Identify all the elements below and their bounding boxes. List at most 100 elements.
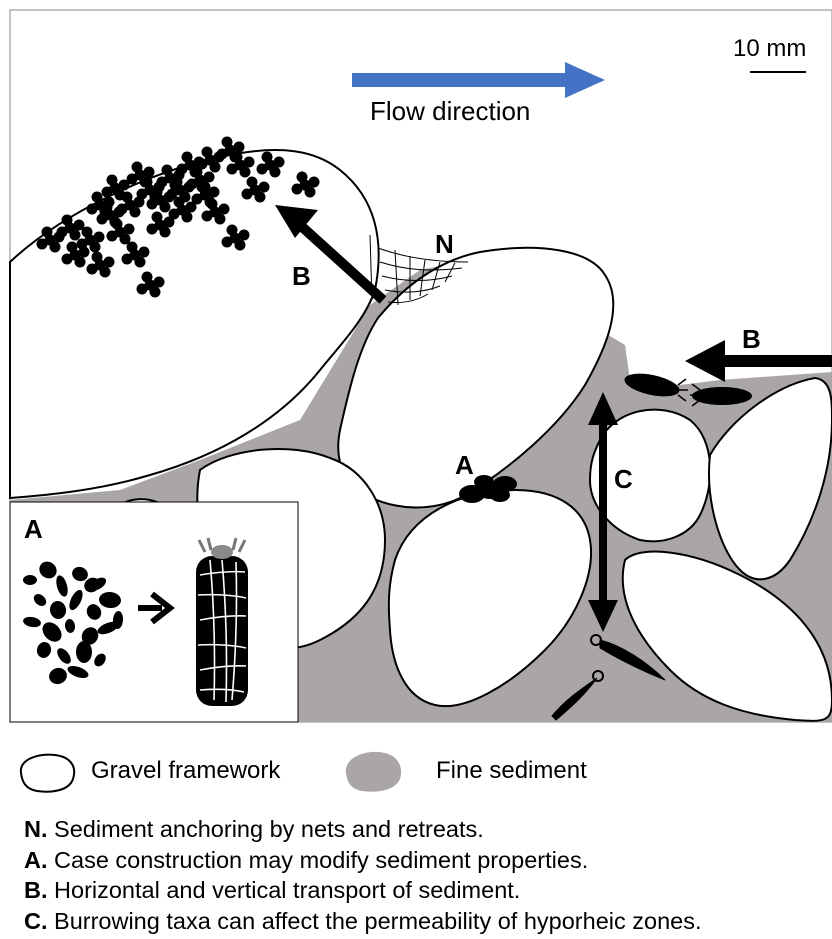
note-c: C. Burrowing taxa can affect the permeab… bbox=[24, 906, 824, 937]
pellet bbox=[137, 284, 148, 295]
pellet bbox=[182, 212, 193, 223]
pellet bbox=[147, 224, 158, 235]
pellet bbox=[147, 199, 158, 210]
inset-a bbox=[10, 502, 298, 722]
pellet bbox=[92, 192, 103, 203]
pellet bbox=[205, 197, 216, 208]
pellet bbox=[157, 177, 168, 188]
pellet bbox=[90, 242, 101, 253]
notes-list: N. Sediment anchoring by nets and retrea… bbox=[24, 814, 824, 936]
pellet bbox=[94, 232, 105, 243]
pellet bbox=[122, 254, 133, 265]
pellet bbox=[92, 252, 103, 263]
pellet bbox=[169, 209, 180, 220]
pellet bbox=[130, 207, 141, 218]
pellet bbox=[262, 152, 273, 163]
pellet bbox=[67, 242, 78, 253]
inset-a-label: A bbox=[24, 514, 43, 544]
note-b: B. Horizontal and vertical transport of … bbox=[24, 875, 824, 906]
pellet bbox=[87, 264, 98, 275]
marker-c: C bbox=[614, 464, 633, 494]
pellet bbox=[222, 237, 233, 248]
pellet bbox=[50, 242, 61, 253]
pellet bbox=[160, 202, 171, 213]
pellet bbox=[137, 189, 148, 200]
pellet bbox=[192, 194, 203, 205]
pellet bbox=[127, 174, 138, 185]
pellet bbox=[255, 192, 266, 203]
pellet bbox=[297, 172, 308, 183]
pellet bbox=[152, 212, 163, 223]
pellet bbox=[257, 164, 268, 175]
pellet bbox=[142, 272, 153, 283]
pellet bbox=[239, 230, 250, 241]
pellet bbox=[54, 232, 65, 243]
pellet bbox=[227, 164, 238, 175]
fine-sediment-legend-label: Fine sediment bbox=[436, 757, 587, 785]
pellet bbox=[104, 197, 115, 208]
pellet bbox=[244, 157, 255, 168]
pellet bbox=[82, 227, 93, 238]
pellet bbox=[232, 152, 243, 163]
note-a: A. Case construction may modify sediment… bbox=[24, 845, 824, 876]
pellet bbox=[219, 204, 230, 215]
marker-b-right: B bbox=[742, 324, 761, 354]
pellet bbox=[172, 177, 183, 188]
pellet bbox=[104, 257, 115, 268]
pellet bbox=[127, 242, 138, 253]
pellet bbox=[210, 162, 221, 173]
pellet bbox=[70, 230, 81, 241]
marker-a: A bbox=[455, 450, 474, 480]
pellet bbox=[162, 165, 173, 176]
pellet bbox=[144, 167, 155, 178]
pellet bbox=[75, 257, 86, 268]
pellet bbox=[222, 137, 233, 148]
grain bbox=[23, 575, 37, 585]
pellet bbox=[182, 152, 193, 163]
pellet bbox=[132, 162, 143, 173]
pellet bbox=[234, 142, 245, 153]
note-n: N. Sediment anchoring by nets and retrea… bbox=[24, 814, 824, 845]
flow-direction-label: Flow direction bbox=[370, 96, 530, 126]
pellet bbox=[107, 231, 118, 242]
gravel-legend-icon bbox=[15, 751, 79, 795]
pellet bbox=[124, 224, 135, 235]
pellet bbox=[217, 149, 228, 160]
pellet bbox=[177, 164, 188, 175]
pellet bbox=[100, 207, 111, 218]
pellet bbox=[305, 187, 316, 198]
pellet bbox=[202, 147, 213, 158]
pellet bbox=[202, 211, 213, 222]
pellet bbox=[150, 287, 161, 298]
case-icon bbox=[196, 538, 248, 706]
pellet bbox=[160, 227, 171, 238]
fine-sediment-legend-icon bbox=[340, 749, 406, 795]
pellet bbox=[62, 254, 73, 265]
pellet bbox=[242, 189, 253, 200]
pellet bbox=[197, 182, 208, 193]
pellet bbox=[117, 204, 128, 215]
pellet bbox=[102, 187, 113, 198]
pellet bbox=[107, 175, 118, 186]
pellet bbox=[292, 184, 303, 195]
pellet bbox=[37, 239, 48, 250]
pellet bbox=[152, 187, 163, 198]
pellet bbox=[100, 267, 111, 278]
pellet bbox=[115, 190, 126, 201]
gravel-legend-label: Gravel framework bbox=[91, 757, 280, 785]
pellet bbox=[42, 227, 53, 238]
pellet bbox=[79, 247, 90, 258]
pellet bbox=[187, 179, 198, 190]
pellet bbox=[174, 197, 185, 208]
sediment-diagram: Flow direction 10 mm B N B C bbox=[0, 0, 832, 745]
pellet bbox=[139, 247, 150, 258]
pellet bbox=[204, 172, 215, 183]
pellet bbox=[135, 257, 146, 268]
pellet bbox=[112, 219, 123, 230]
pellet bbox=[209, 187, 220, 198]
pellet bbox=[227, 225, 238, 236]
pellet bbox=[215, 214, 226, 225]
pellet bbox=[154, 277, 165, 288]
pellet bbox=[62, 215, 73, 226]
gravel-stone-right-round bbox=[590, 410, 710, 542]
